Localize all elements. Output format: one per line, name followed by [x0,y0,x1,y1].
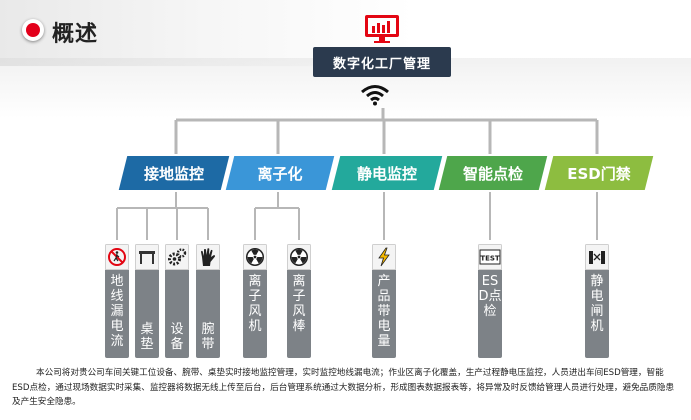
no-pedestrian-icon [108,248,126,266]
svg-text:TEST: TEST [480,255,500,263]
wifi-icon [361,85,389,106]
category-esd-access: ESD门禁 [544,156,654,190]
leaf-label: 腕带 [201,322,215,352]
category-label: 接地监控 [143,164,204,183]
leaf-table-mat: 桌垫 [135,244,159,358]
turnstile-icon [589,251,605,264]
radiation-icon [290,248,308,266]
table-icon [139,251,155,264]
leaf-label: ESD点检 [478,274,502,319]
category-grounding: 接地监控 [118,156,230,190]
category-label: 静电监控 [356,164,417,183]
leaf-label: 产品带电量 [377,274,391,349]
lightning-icon [378,247,390,267]
leaf-esd-check: TEST ESD点检 [478,244,502,358]
leaf-label: 离子风机 [248,274,262,334]
leaf-label: 设备 [170,322,184,352]
page-title: 概述 [52,22,99,47]
category-ionization: 离子化 [225,156,335,190]
leaf-esd-gate: 静电闸机 [585,244,609,358]
leaf-ion-bar: 离子风棒 [287,244,311,358]
leaf-label: 桌垫 [140,322,154,352]
description-text: 本公司将对贵公司车间关键工位设备、腕带、桌垫实时接地监控管理，实时监控地线漏电流… [12,368,675,407]
category-label: 离子化 [257,164,303,183]
red-bullet-icon [22,19,44,41]
leaf-wrist-strap: 腕带 [196,244,220,358]
leaf-product-charge: 产品带电量 [372,244,396,358]
leaf-ion-blower: 离子风机 [243,244,267,358]
gears-icon [168,248,187,266]
monitor-chart-icon [365,15,399,43]
category-label: 智能点检 [462,164,523,183]
category-static-monitoring: 静电监控 [331,156,443,190]
glove-icon [201,248,216,266]
radiation-icon [246,248,264,266]
leaf-label: 地线漏电流 [110,274,124,349]
category-smart-inspection: 智能点检 [438,156,548,190]
leaf-ground-leakage: 地线漏电流 [105,244,129,358]
leaf-label: 静电闸机 [590,274,604,334]
leaf-equipment: 设备 [165,244,189,358]
category-label: ESD门禁 [567,164,631,183]
root-node: 数字化工厂管理 [313,47,451,77]
leaf-label: 离子风棒 [292,274,306,334]
test-tag-icon: TEST [479,249,501,265]
